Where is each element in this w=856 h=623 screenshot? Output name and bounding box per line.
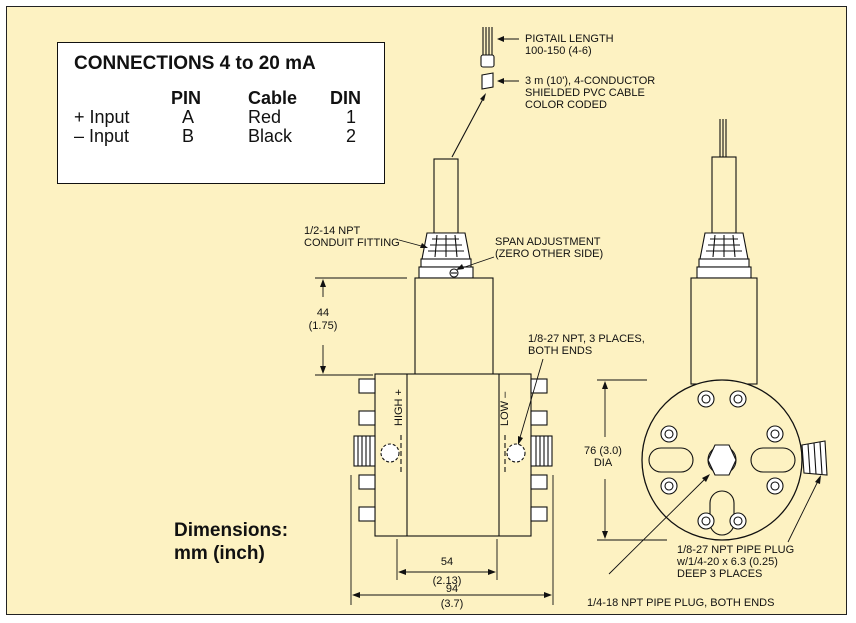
span-label-1: SPAN ADJUSTMENT xyxy=(495,236,601,248)
pigtail-label-2: 100-150 (4-6) xyxy=(525,45,592,57)
header-pin: PIN xyxy=(171,88,202,108)
drawing-frame: CONNECTIONS 4 to 20 mA PIN Cable DIN + I… xyxy=(6,6,847,615)
height-dim-in: (1.75) xyxy=(308,320,338,332)
inner-width-mm: 54 xyxy=(440,556,454,568)
units-note: Dimensions: mm (inch) xyxy=(174,519,288,565)
header-cable: Cable xyxy=(248,88,298,108)
pigtail-detail xyxy=(451,27,519,158)
total-width-in: (3.7) xyxy=(440,598,464,610)
high-port-label: HIGH + xyxy=(393,389,405,426)
height-dim-mm: 44 xyxy=(316,307,330,319)
end-plug-label: 1/4-18 NPT PIPE PLUG, BOTH ENDS xyxy=(587,597,775,609)
technical-drawing xyxy=(315,27,828,605)
row-cable: Black xyxy=(248,126,293,146)
row-din: 1 xyxy=(346,107,357,127)
dia-dim-mm: 76 (3.0) xyxy=(584,445,622,457)
row-din: 2 xyxy=(346,126,357,146)
front-view xyxy=(353,158,553,537)
span-label-2: (ZERO OTHER SIDE) xyxy=(495,248,604,260)
plug-label-1: 1/8-27 NPT PIPE PLUG xyxy=(677,544,795,556)
plug-label-2: w/1/4-20 x 6.3 (0.25) xyxy=(677,556,778,568)
pigtail-label-1: PIGTAIL LENGTH xyxy=(525,33,614,45)
conduit-label-2: CONDUIT FITTING xyxy=(304,237,400,249)
dimension-lines xyxy=(315,239,821,605)
row-pin: B xyxy=(182,126,195,146)
inner-width-in: (2.13) xyxy=(432,575,462,587)
low-port-label: LOW – xyxy=(499,391,511,426)
cable-label-3: COLOR CODED xyxy=(525,99,607,111)
total-width-mm: 94 xyxy=(445,583,459,595)
units-note-line2: mm (inch) xyxy=(174,543,265,564)
cable-label-2: SHIELDED PVC CABLE xyxy=(525,87,645,99)
dia-dim-label: DIA xyxy=(593,457,613,469)
row-cable: Red xyxy=(248,107,282,127)
side-view xyxy=(641,119,828,541)
cable-label-1: 3 m (10'), 4-CONDUCTOR xyxy=(525,75,656,87)
header-din: DIN xyxy=(330,88,361,108)
npt-ports-label-2: BOTH ENDS xyxy=(528,345,593,357)
conduit-label-1: 1/2-14 NPT xyxy=(304,225,361,237)
connections-table: CONNECTIONS 4 to 20 mA PIN Cable DIN + I… xyxy=(57,42,385,184)
npt-ports-label-1: 1/8-27 NPT, 3 PLACES, xyxy=(528,333,645,345)
plug-label-3: DEEP 3 PLACES xyxy=(677,568,763,580)
connections-title: CONNECTIONS 4 to 20 mA xyxy=(74,53,316,74)
row-label: – Input xyxy=(74,126,130,146)
units-note-line1: Dimensions: xyxy=(174,520,289,541)
row-label: + Input xyxy=(74,107,130,127)
row-pin: A xyxy=(182,107,195,127)
